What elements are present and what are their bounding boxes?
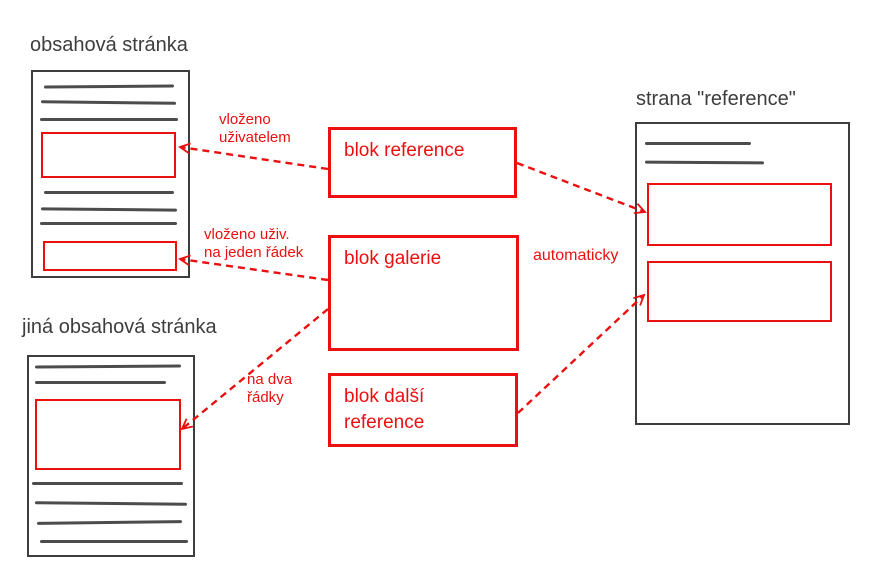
- text-line: [35, 381, 166, 384]
- content-page-title: obsahová stránka: [30, 34, 188, 56]
- text-line: [32, 482, 183, 485]
- block-dalsi-reference-label: blok další reference: [344, 386, 425, 433]
- other-content-page-title: jiná obsahová stránka: [22, 316, 217, 338]
- arrow-reference-to-reference-page: [516, 161, 647, 214]
- auto-reference-slot-1: [647, 183, 832, 246]
- block-galerie: blok galerie: [328, 235, 519, 351]
- inserted-reference-block: [41, 132, 176, 178]
- annotation-vlozeno-uzivatelem: vloženo uživatelem: [219, 111, 291, 146]
- arrow-reference-to-content-page: [178, 142, 329, 171]
- arrow-dalsi-reference-to-reference-page: [517, 293, 646, 414]
- text-line: [40, 540, 188, 543]
- auto-reference-slot-2: [647, 261, 832, 322]
- annotation-vlozeno-uziv-na-jeden-radek: vloženo uživ. na jeden řádek: [204, 226, 304, 261]
- annotation-na-dva-radky: na dva řádky: [247, 371, 293, 406]
- text-line: [40, 118, 178, 121]
- block-reference: blok reference: [328, 127, 517, 198]
- block-galerie-label: blok galerie: [344, 248, 442, 269]
- block-reference-label: blok reference: [344, 140, 465, 161]
- text-line: [44, 191, 174, 194]
- inserted-gallery-block-one-line: [43, 241, 177, 271]
- text-line: [645, 142, 751, 145]
- annotation-automaticky: automaticky: [533, 247, 619, 264]
- reference-page-title: strana "reference": [636, 88, 796, 110]
- text-line: [40, 222, 177, 225]
- arrow-galerie-to-content-page: [178, 254, 329, 282]
- block-dalsi-reference: blok další reference: [328, 373, 518, 447]
- inserted-gallery-block-two-lines: [35, 399, 181, 470]
